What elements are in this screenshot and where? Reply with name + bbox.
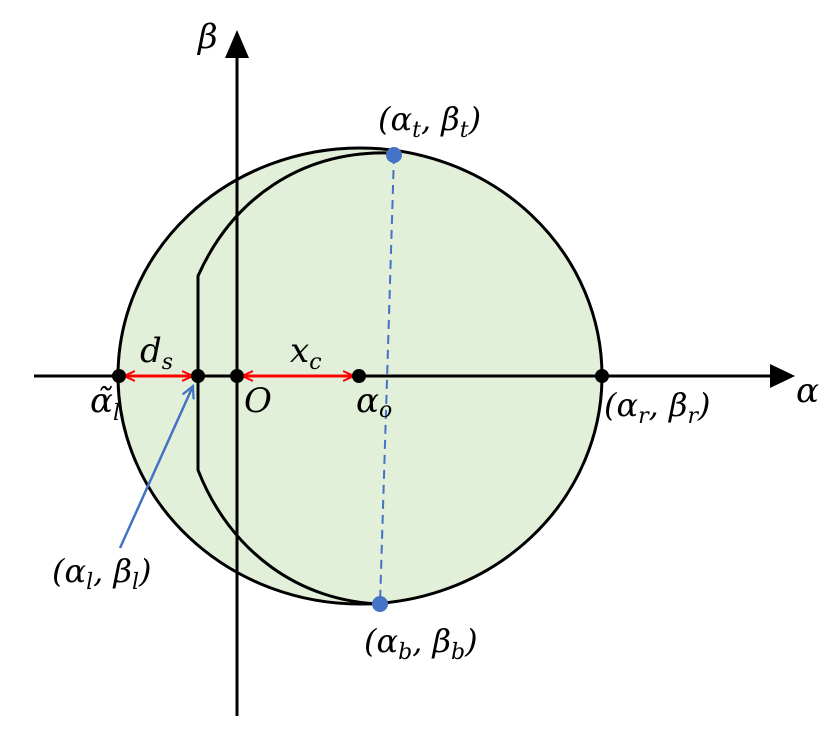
origin-marker xyxy=(230,369,244,383)
left-tilde-point-marker xyxy=(112,369,126,383)
bottom-point-label: (αb, βb) xyxy=(364,622,478,665)
ds-label: ds xyxy=(140,331,173,375)
right-point-label: (αr, βr) xyxy=(604,386,710,429)
vertical-axis-arrowhead xyxy=(225,30,249,58)
horizontal-axis-label: α xyxy=(796,371,819,411)
center-marker xyxy=(352,369,366,383)
vertical-axis-label: β xyxy=(196,17,218,57)
bottom-point-marker xyxy=(372,596,388,612)
left-point-pointer-arrow xyxy=(118,386,193,549)
left-point-label: (αl, βl) xyxy=(52,552,152,595)
right-point-marker xyxy=(595,369,609,383)
horizontal-axis-arrowhead xyxy=(770,364,795,388)
left-tilde-label: α̃l xyxy=(90,381,120,426)
left-point-marker xyxy=(191,369,205,383)
top-point-label: (αt, βt) xyxy=(378,100,481,143)
center-label: αo xyxy=(356,381,392,423)
xc-label: xc xyxy=(290,331,322,375)
top-point-marker xyxy=(386,147,402,163)
origin-label: O xyxy=(244,381,272,421)
